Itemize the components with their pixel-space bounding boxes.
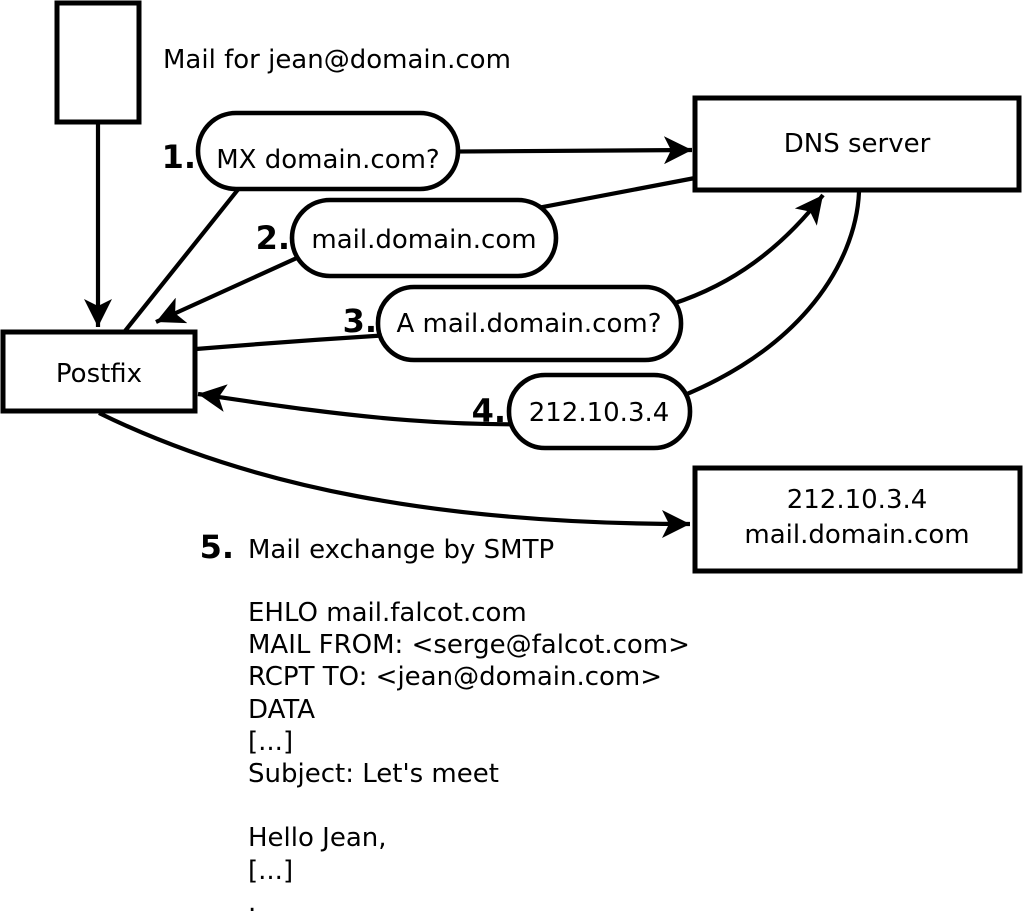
query-mx-pill	[195, 110, 461, 192]
step-3-number: 3.	[343, 302, 377, 340]
step-4-number: 4.	[472, 392, 506, 430]
mail-server-box	[692, 465, 1023, 574]
step-4-pill-label: 212.10.3.4	[529, 398, 670, 428]
step-2-pill-label: mail.domain.com	[311, 225, 536, 255]
response-mx-pill	[289, 197, 559, 279]
postfix-label: Postfix	[56, 359, 142, 389]
step-5-number: 5.	[200, 528, 234, 566]
step-1-pill-label: MX domain.com?	[216, 145, 439, 175]
mail-message-box	[54, 0, 142, 125]
step-1-number: 1.	[162, 138, 196, 176]
query-a-pill	[375, 284, 684, 363]
mail-server-ip-label: 212.10.3.4	[787, 485, 928, 515]
mail-server-host-label: mail.domain.com	[744, 520, 969, 550]
arrow-response-a-from-dns	[639, 191, 862, 414]
dns-server-label: DNS server	[784, 129, 931, 159]
step-5-label: Mail exchange by SMTP	[248, 535, 554, 565]
smtp-session-text: EHLO mail.falcot.com MAIL FROM: <serge@f…	[248, 598, 690, 918]
postfix-box	[0, 329, 198, 414]
dns-server-box	[692, 95, 1022, 193]
step-3-pill-label: A mail.domain.com?	[397, 309, 662, 339]
mail-note-label: Mail for jean@domain.com	[163, 45, 511, 75]
response-a-pill	[506, 372, 693, 451]
arrow-smtp-exchange	[98, 411, 691, 538]
step-2-number: 2.	[256, 219, 290, 257]
